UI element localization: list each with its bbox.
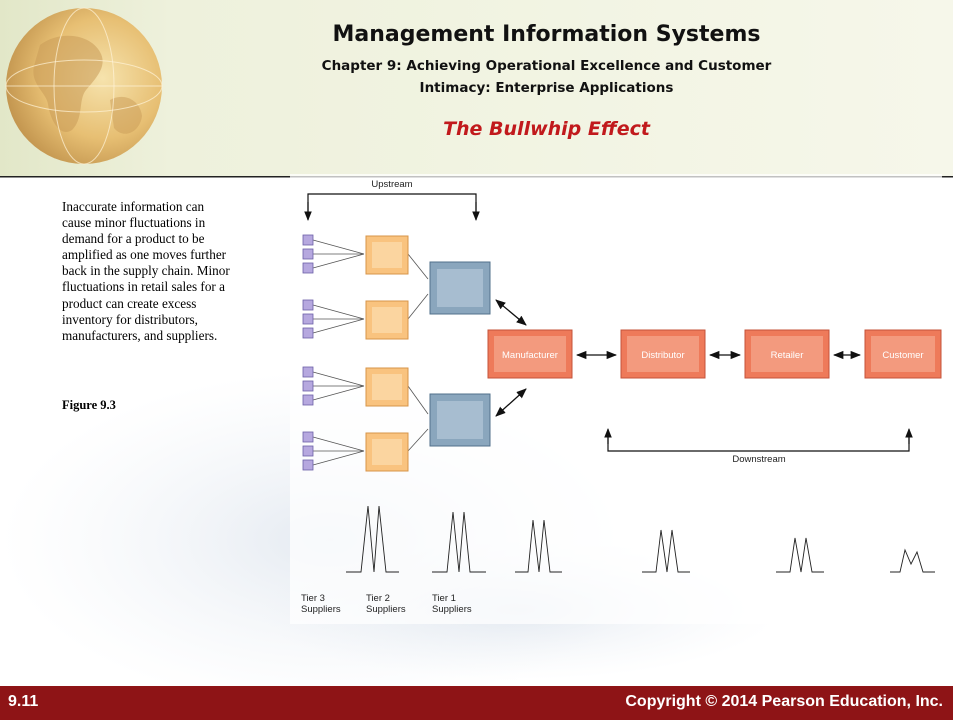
- tier3-box: [302, 248, 314, 260]
- downstream-bracket: Downstream: [604, 428, 913, 465]
- retailer-label: Retailer: [771, 350, 804, 361]
- chapter-subtitle-line-1: Chapter 9: Achieving Operational Excelle…: [321, 58, 772, 74]
- tier-labels: Tier 3 Suppliers Tier 2 Suppliers Tier 1…: [301, 593, 472, 615]
- tier1-box-inner: [437, 401, 483, 439]
- tier3-box: [302, 313, 314, 325]
- description-paragraph: Inaccurate information can cause minor f…: [62, 199, 264, 344]
- double-arrow: [495, 299, 527, 326]
- tier3-to-tier2-connectors: [312, 239, 365, 466]
- paragraph-line: manufacturers, and suppliers.: [62, 327, 218, 343]
- waveform-tier1: [515, 519, 562, 573]
- tier3-box: [302, 366, 314, 378]
- tier2-supplier-boxes: [365, 235, 409, 472]
- paragraph-line: demand for a product to be: [62, 231, 205, 247]
- paragraph-line: back in the supply chain. Minor: [62, 263, 230, 279]
- tier2-box-inner: [372, 242, 402, 268]
- slide-number: 9.11: [8, 693, 39, 710]
- tier1-supplier-boxes: [429, 261, 491, 447]
- waveform-manufacturer: [642, 529, 690, 573]
- slide-footer: 9.11 Copyright © 2014 Pearson Education,…: [0, 686, 953, 720]
- bullwhip-diagram: Upstream: [290, 174, 942, 624]
- upstream-label: Upstream: [371, 179, 412, 190]
- waveform-distributor: [776, 537, 824, 573]
- tier3-box: [302, 431, 314, 443]
- paragraph-line: fluctuations in retail sales for a: [62, 279, 225, 295]
- copyright-notice: Copyright © 2014 Pearson Education, Inc.: [625, 693, 943, 710]
- paragraph-line: Inaccurate information can: [62, 199, 205, 214]
- retailer-box: Retailer: [744, 329, 830, 379]
- double-arrow: [495, 388, 527, 417]
- chain-boxes: Manufacturer Distributor Retailer Custom…: [487, 329, 942, 379]
- tier2-box-inner: [372, 374, 402, 400]
- distributor-box: Distributor: [620, 329, 706, 379]
- tier2-label-line2: Suppliers: [366, 604, 406, 615]
- slide-header: Management Information Systems Chapter 9…: [0, 0, 953, 177]
- tier3-box: [302, 299, 314, 311]
- slide-topic: The Bullwhip Effect: [443, 118, 650, 140]
- customer-label: Customer: [882, 350, 923, 361]
- paragraph-line: cause minor fluctuations in: [62, 215, 206, 231]
- demand-waveforms: [346, 505, 935, 573]
- tier2-label-line1: Tier 2: [366, 593, 390, 604]
- tier3-label-line2: Suppliers: [301, 604, 341, 615]
- upstream-bracket: Upstream: [304, 179, 480, 221]
- paragraph-line: product can create excess: [62, 295, 197, 311]
- globe-logo: [5, 7, 163, 165]
- tier1-label-line1: Tier 1: [432, 593, 456, 604]
- tier3-box: [302, 327, 314, 339]
- figure-label: Figure 9.3: [62, 398, 116, 412]
- waveform-tier2: [432, 511, 486, 573]
- tier2-box-inner: [372, 439, 402, 465]
- paragraph-line: inventory for distributors,: [62, 311, 198, 327]
- distributor-label: Distributor: [641, 350, 684, 361]
- slide-title: Management Information Systems: [332, 22, 761, 47]
- manufacturer-box: Manufacturer: [487, 329, 573, 379]
- tier2-to-tier1-connectors: [407, 253, 429, 452]
- tier3-box: [302, 445, 314, 457]
- tier3-box: [302, 459, 314, 471]
- waveform-retailer: [890, 548, 935, 573]
- manufacturer-label: Manufacturer: [502, 350, 558, 361]
- waveform-tier3: [346, 505, 399, 573]
- tier3-box: [302, 234, 314, 246]
- tier3-supplier-boxes: [302, 234, 314, 471]
- tier3-box: [302, 262, 314, 274]
- tier1-manufacturer-arrows: [495, 299, 527, 417]
- paragraph-line: amplified as one moves further: [62, 247, 227, 263]
- customer-box: Customer: [864, 329, 942, 379]
- tier1-label-line2: Suppliers: [432, 604, 472, 615]
- downstream-label: Downstream: [732, 454, 785, 465]
- tier3-box: [302, 380, 314, 392]
- chapter-subtitle-line-2: Intimacy: Enterprise Applications: [419, 80, 674, 96]
- tier2-box-inner: [372, 307, 402, 333]
- tier1-box-inner: [437, 269, 483, 307]
- tier3-box: [302, 394, 314, 406]
- tier3-label-line1: Tier 3: [301, 593, 325, 604]
